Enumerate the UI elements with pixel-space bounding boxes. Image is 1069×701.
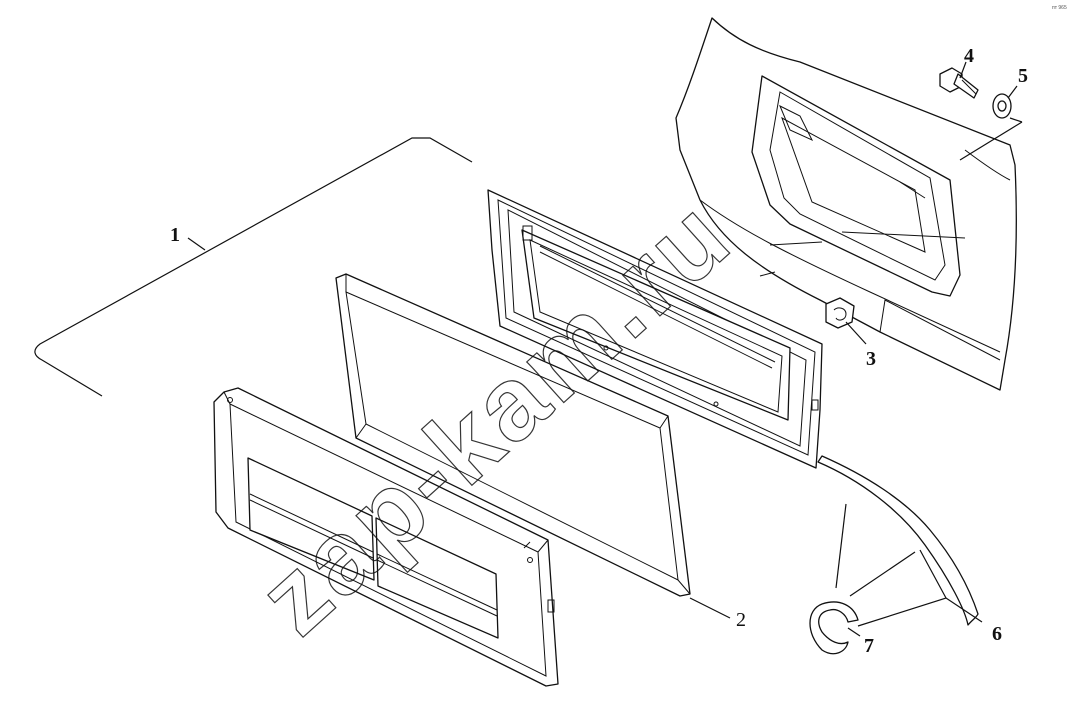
clip-part-3 <box>825 297 855 329</box>
callout-3: 3 <box>866 348 876 370</box>
bolt-part-4 <box>939 67 979 99</box>
washer-part-5 <box>992 93 1012 119</box>
gasket-part-2 <box>335 273 691 597</box>
cab-panel <box>675 17 1017 391</box>
corner-code: пт 965 <box>1052 5 1067 11</box>
callout-labels: 1 2 3 4 5 6 7 <box>170 45 1028 657</box>
callout-2: 2 <box>736 609 746 631</box>
leader-lines <box>34 61 1023 637</box>
callout-6: 6 <box>992 623 1002 645</box>
seal-strip-part-6 <box>817 455 979 626</box>
window-frame <box>487 189 823 469</box>
grille <box>213 387 559 687</box>
callout-1: 1 <box>170 224 180 246</box>
clamp-part-7 <box>809 601 859 655</box>
callout-5: 5 <box>1018 65 1028 87</box>
callout-4: 4 <box>964 45 974 67</box>
callout-7: 7 <box>864 635 874 657</box>
